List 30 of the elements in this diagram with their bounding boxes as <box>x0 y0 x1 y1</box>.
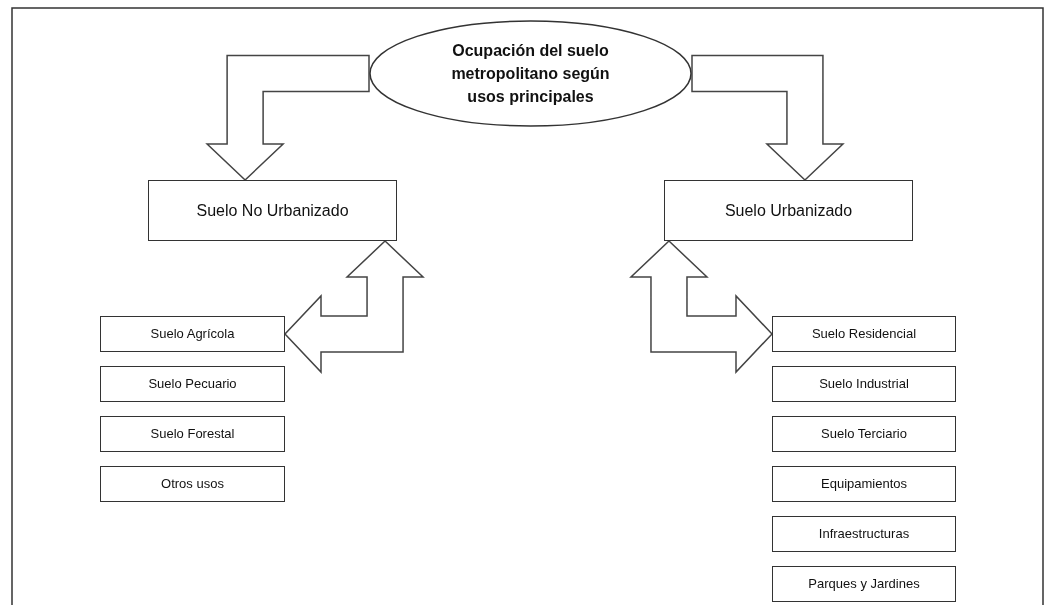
box-label: Suelo Terciario <box>821 425 907 444</box>
title-ellipse <box>369 20 692 127</box>
category-box <box>772 316 956 352</box>
category-box <box>100 416 285 452</box>
box-label: Suelo Residencial <box>811 325 917 344</box>
box-label: Ocupación del suelo metropolitano según usos principales <box>450 40 611 108</box>
box-label: Suelo Agrícola <box>150 325 235 344</box>
category-box <box>772 466 956 502</box>
double-block-arrow <box>283 239 425 374</box>
box-label: Suelo No Urbanizado <box>196 200 349 221</box>
block-arrow <box>205 54 370 182</box>
box-label: Suelo Pecuario <box>148 375 237 394</box>
block-arrow <box>691 54 845 182</box>
category-box <box>100 466 285 502</box>
box-label: Equipamientos <box>821 475 907 494</box>
box-label: Suelo Industrial <box>819 375 909 394</box>
category-box <box>772 566 956 602</box>
double-block-arrow <box>629 239 774 374</box>
category-box <box>772 516 956 552</box>
box-label: Parques y Jardines <box>808 575 920 594</box>
box-label: Otros usos <box>161 475 224 494</box>
category-box <box>100 366 285 402</box>
category-box <box>772 366 956 402</box>
category-box <box>100 316 285 352</box>
category-box <box>148 180 397 241</box>
category-box <box>664 180 913 241</box>
box-label: Suelo Forestal <box>150 425 235 444</box>
box-label: Infraestructuras <box>818 525 910 544</box>
box-label: Suelo Urbanizado <box>724 200 853 221</box>
category-box <box>772 416 956 452</box>
